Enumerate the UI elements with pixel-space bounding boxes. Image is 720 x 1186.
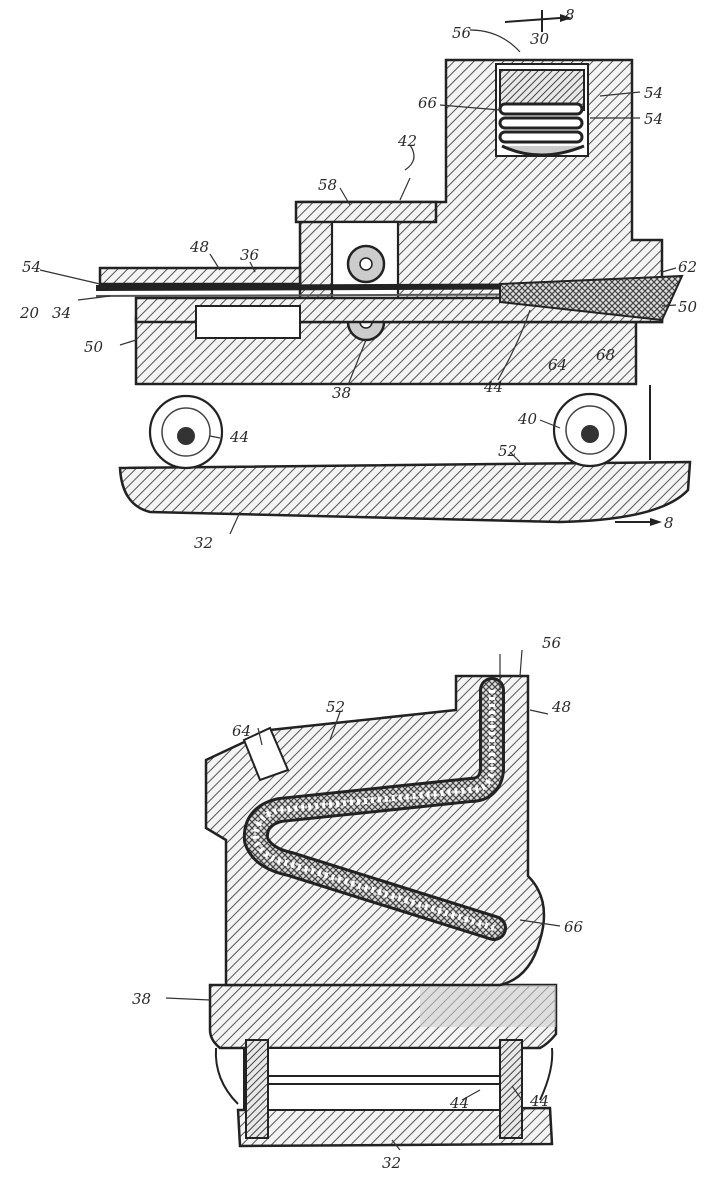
cap-plate [294,200,438,224]
bottom-axle-frame [243,1047,523,1111]
label-8-b: 8 [664,514,674,532]
spring-coils [498,69,585,157]
label-20: 20 [19,304,40,322]
label-66: 66 [418,94,438,112]
label-44-a: 44 [483,378,503,396]
wheel-left [148,394,224,470]
bottom-label-32: 32 [382,1154,401,1172]
slot-opening [195,305,301,339]
label-48: 48 [189,238,209,256]
label-36: 36 [240,246,260,264]
label-40: 40 [517,410,538,428]
label-54-a: 54 [644,84,663,102]
bottom-label-44-b: 44 [449,1094,469,1112]
bottom-label-44-a: 44 [529,1092,549,1110]
label-30: 30 [530,30,550,48]
label-34: 34 [52,304,71,322]
label-64: 64 [548,356,567,374]
bottom-label-38: 38 [132,990,151,1008]
bottom-label-56: 56 [542,634,562,652]
label-50-b: 50 [678,298,698,316]
bottom-label-66: 66 [564,918,584,936]
label-42: 42 [397,132,417,150]
guide-plate [98,266,302,286]
serpentine-cable [252,690,495,931]
end-fitting [499,274,684,322]
bottom-wheel-right [499,1039,523,1139]
label-54-b: 54 [644,110,663,128]
label-32: 32 [194,534,213,552]
bottom-label-48: 48 [551,698,571,716]
section-line-top [504,17,561,23]
label-68: 68 [596,346,615,364]
label-62: 62 [678,258,697,276]
label-58: 58 [318,176,337,194]
label-44-b: 44 [229,428,249,446]
label-56: 56 [452,24,472,42]
bottom-notch [242,726,290,782]
bottom-label-64: 64 [232,722,251,740]
label-52: 52 [498,442,517,460]
base-rail [118,460,692,524]
bottom-figure: 56 52 64 48 66 38 44 44 32 [132,634,584,1172]
label-8: 8 [565,6,575,24]
bottom-wheel-left [245,1039,269,1139]
label-50-a: 50 [84,338,104,356]
top-figure: 8 56 30 66 54 54 42 58 48 36 62 54 20 34… [19,6,698,552]
bottom-label-52: 52 [326,698,345,716]
label-54-c: 54 [22,258,41,276]
label-38: 38 [332,384,351,402]
wheel-right [552,392,628,468]
